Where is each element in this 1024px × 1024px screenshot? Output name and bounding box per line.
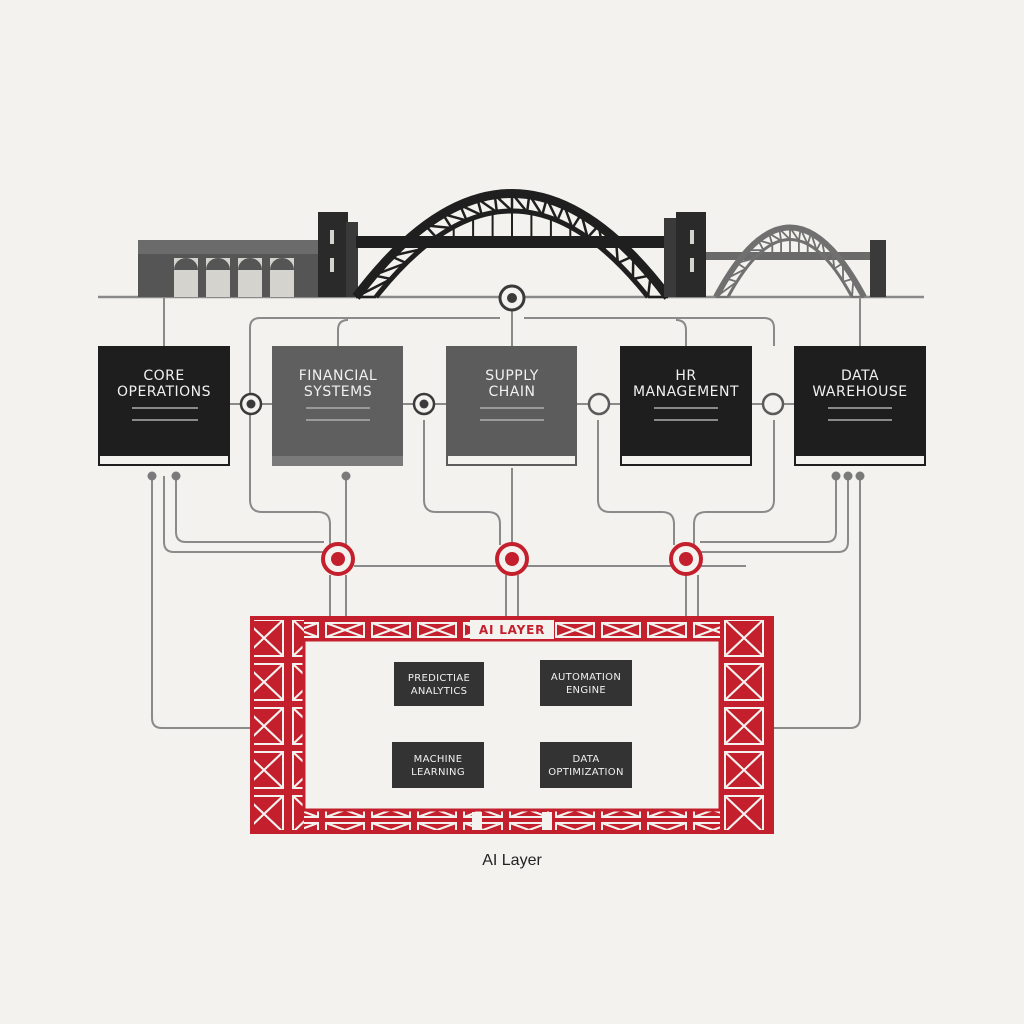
- truss-member: [556, 204, 566, 222]
- truss-member: [757, 239, 765, 251]
- truss-member: [407, 238, 423, 251]
- truss-member: [726, 267, 747, 280]
- ai-layer-caption: AI Layer: [482, 852, 542, 869]
- truss-member: [820, 240, 827, 259]
- system-box-supply[interactable]: SUPPLY CHAIN: [446, 346, 577, 466]
- truss-member: [799, 228, 809, 245]
- ai-module-ml[interactable]: MACHINE LEARNING: [392, 742, 484, 788]
- truss-member: [476, 197, 498, 214]
- truss-member: [758, 239, 773, 246]
- truss-member: [441, 213, 453, 229]
- truss-member: [597, 225, 604, 250]
- truss-member: [586, 224, 600, 239]
- truss-member: [789, 226, 800, 242]
- truss-member: [778, 228, 791, 241]
- truss-member: [493, 193, 513, 212]
- bridge-tower-right: [664, 212, 706, 297]
- truss-member: [810, 232, 818, 251]
- truss-member: [442, 212, 468, 222]
- bridge-tower-left: [318, 212, 358, 297]
- module-label: MACHINE: [414, 754, 463, 765]
- system-label: DATA: [841, 368, 879, 384]
- truss-member: [768, 232, 782, 242]
- truss-member: [545, 198, 559, 222]
- truss-member: [571, 213, 583, 229]
- main-arch-bridge: [352, 189, 674, 300]
- system-label: OPERATIONS: [117, 384, 211, 400]
- module-label: OPTIMIZATION: [548, 767, 623, 778]
- system-box-data[interactable]: DATA WAREHOUSE: [794, 346, 926, 466]
- truss-member: [601, 238, 617, 251]
- ai-module-optimization[interactable]: DATA OPTIMIZATION: [540, 742, 632, 788]
- truss-member: [407, 236, 437, 241]
- bridge-illustration: [98, 189, 924, 300]
- truss-member: [562, 204, 574, 229]
- truss-member: [458, 204, 468, 222]
- truss-member: [525, 194, 531, 213]
- system-box-hr[interactable]: HR MANAGEMENT: [620, 346, 752, 466]
- truss-member: [540, 198, 548, 216]
- truss-member: [747, 249, 756, 259]
- system-label: CHAIN: [489, 384, 536, 400]
- system-label: MANAGEMENT: [633, 384, 739, 400]
- hub-node-icon: [321, 542, 703, 576]
- connector-node-icon: [239, 284, 785, 416]
- truss-member: [778, 228, 782, 241]
- truss-member: [424, 224, 438, 239]
- truss-member: [459, 203, 483, 217]
- truss-member: [493, 194, 499, 213]
- module-label: AUTOMATION: [551, 672, 621, 683]
- truss-member: [580, 213, 589, 238]
- system-label: WAREHOUSE: [812, 384, 907, 400]
- secondary-arch-bridge: [706, 224, 886, 299]
- system-label: CORE: [143, 368, 184, 384]
- system-label: SUPPLY: [485, 368, 539, 384]
- truss-member: [511, 192, 529, 213]
- module-label: PREDICTIAE: [408, 673, 470, 684]
- truss-member: [815, 239, 823, 251]
- truss-member: [824, 249, 833, 259]
- truss-member: [617, 254, 634, 265]
- truss-member: [851, 278, 855, 298]
- ai-layer-frame: AI LAYER: [250, 616, 774, 834]
- module-label: ANALYTICS: [411, 686, 468, 697]
- module-label: ENGINE: [566, 685, 606, 696]
- truss-member: [390, 247, 422, 258]
- module-label: LEARNING: [411, 767, 465, 778]
- truss-member: [726, 277, 738, 283]
- truss-member: [425, 224, 452, 230]
- truss-member: [833, 262, 844, 270]
- system-box-financial[interactable]: FINANCIAL SYSTEMS: [272, 346, 403, 466]
- truss-pattern: [720, 618, 772, 832]
- system-label: SYSTEMS: [304, 384, 372, 400]
- truss-member: [614, 239, 620, 264]
- ai-module-predictive[interactable]: PREDICTIAE ANALYTICS: [394, 662, 484, 706]
- truss-member: [528, 194, 544, 216]
- truss-member: [646, 275, 652, 298]
- truss-member: [736, 257, 755, 264]
- truss-member: [842, 277, 854, 283]
- truss-member: [373, 274, 392, 281]
- truss-member: [798, 228, 802, 241]
- truss-member: [768, 232, 774, 245]
- truss-member: [355, 277, 392, 299]
- truss-member: [632, 274, 651, 281]
- truss-member: [736, 262, 747, 270]
- truss-member: [831, 250, 836, 269]
- system-label: HR: [675, 368, 696, 384]
- ai-module-automation[interactable]: AUTOMATION ENGINE: [540, 660, 632, 706]
- system-box-core[interactable]: CORE OPERATIONS: [98, 346, 230, 466]
- system-label: FINANCIAL: [299, 368, 378, 384]
- truss-member: [390, 254, 407, 265]
- truss-member: [476, 198, 484, 216]
- truss-pattern: [252, 618, 304, 832]
- truss-member: [806, 232, 812, 245]
- module-label: DATA: [573, 754, 600, 765]
- truss-member: [372, 261, 407, 277]
- ai-layer-banner: AI LAYER: [479, 623, 545, 637]
- viaduct-left: [138, 240, 320, 297]
- truss-pattern: [252, 810, 772, 832]
- truss-member: [715, 280, 738, 298]
